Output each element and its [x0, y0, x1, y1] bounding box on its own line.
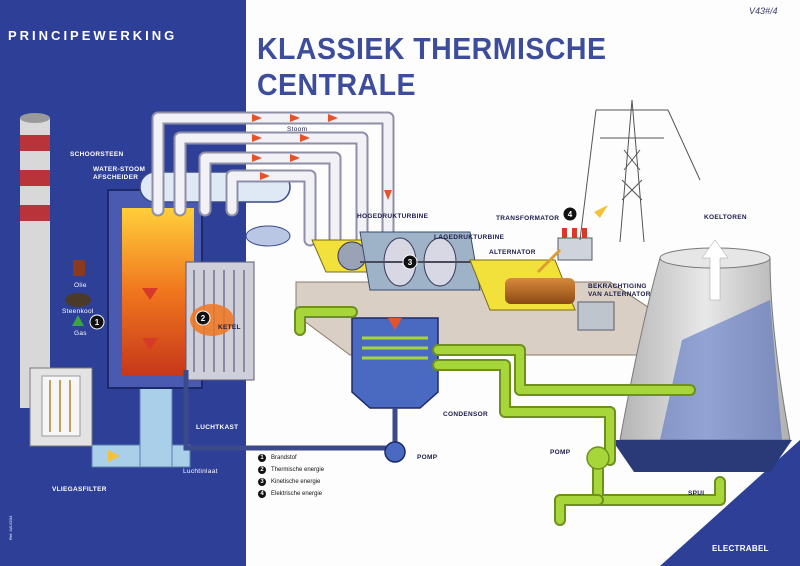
legend-text: Brandstof — [271, 455, 297, 461]
condenser — [351, 317, 439, 409]
gas-flame-icon — [72, 315, 84, 326]
legend-text: Elektrische energie — [271, 491, 323, 497]
label-pomp-koelwater: POMP — [550, 449, 571, 456]
marker-2: 2 — [195, 310, 211, 326]
label-transformator: TRANSFORMATOR — [496, 215, 560, 222]
marker-4-text: 4 — [568, 210, 573, 219]
legend-item: 4 Elektrische energie — [258, 488, 324, 500]
cooling-pump — [586, 446, 610, 470]
legend-number: 3 — [258, 478, 266, 486]
legend-number: 2 — [258, 466, 266, 474]
label-pomp-condensor: POMP — [417, 454, 438, 461]
feedwater-pipe — [183, 370, 398, 451]
lp-turbine — [359, 231, 485, 291]
label-schoorsteen: SCHOORSTEEN — [70, 151, 124, 158]
label-water-stoom-2: AFSCHEIDER — [93, 174, 139, 181]
label-olie: Olie — [74, 282, 87, 289]
cooling-tower — [612, 239, 792, 472]
handwritten-note: V43#/4 — [749, 6, 778, 16]
legend-item: 2 Thermische energie — [258, 464, 324, 476]
label-koeltoren: KOELTOREN — [704, 214, 747, 221]
label-stoom: Stoom — [287, 126, 308, 133]
power-pylon — [579, 99, 701, 243]
label-gas: Gas — [74, 330, 87, 337]
legend-text: Thermische energie — [271, 467, 325, 473]
label-luchtkast: LUCHTKAST — [196, 424, 239, 431]
label-vliegasfilter: VLIEGASFILTER — [52, 486, 107, 493]
label-bekrachtiging-1: BEKRACHTIGING — [588, 283, 647, 290]
principle-heading: PRINCIPEWERKING — [8, 28, 178, 43]
alternator — [469, 259, 576, 311]
steam-pipes — [151, 111, 395, 247]
label-condensor: CONDENSOR — [443, 411, 488, 418]
label-lagedrukturbine: LAGEDRUKTURBINE — [434, 234, 505, 241]
vliegasfilter-unit — [29, 367, 93, 447]
label-steenkool: Steenkool — [62, 308, 94, 315]
hp-turbine — [311, 239, 379, 273]
cooling-water-pipes — [294, 306, 726, 526]
label-spui: SPUI — [688, 490, 705, 497]
label-ketel: KETEL — [218, 324, 241, 331]
legend-item: 1 Brandstof — [258, 452, 324, 464]
marker-1-text: 1 — [95, 318, 100, 327]
marker-2-text: 2 — [201, 314, 206, 323]
legend-text: Kinetische energie — [271, 479, 321, 485]
page-title: KLASSIEK THERMISCHE CENTRALE — [257, 31, 607, 102]
condensate-pump — [384, 441, 406, 463]
label-bekrachtiging-2: VAN ALTERNATOR — [588, 291, 651, 298]
chimney — [20, 113, 50, 408]
marker-4: 4 — [562, 206, 578, 222]
fuel-icons — [65, 260, 91, 326]
transformer — [536, 205, 608, 274]
air-ducts — [91, 384, 191, 468]
oil-barrel-icon — [73, 260, 85, 276]
coal-pile-icon — [65, 293, 91, 307]
label-luchtinlaat: Luchtinlaat — [183, 468, 218, 475]
legend-item: 3 Kinetische energie — [258, 476, 324, 488]
label-hogedrukturbine: HOGEDRUKTURBINE — [357, 213, 429, 220]
reference-code: Ref. LW-5234 — [8, 515, 13, 540]
exciter — [577, 301, 615, 331]
marker-3: 3 — [402, 254, 418, 270]
label-alternator: ALTERNATOR — [489, 249, 536, 256]
marker-1: 1 — [89, 314, 105, 330]
legend: 1 Brandstof 2 Thermische energie 3 Kinet… — [258, 452, 324, 500]
legend-number: 1 — [258, 454, 266, 462]
brand-logo-text: ELECTRABEL — [712, 544, 769, 553]
label-water-stoom-1: WATER-STOOM — [93, 166, 146, 173]
steam-flow-arrows — [252, 114, 392, 200]
legend-number: 4 — [258, 490, 266, 498]
marker-3-text: 3 — [408, 258, 413, 267]
